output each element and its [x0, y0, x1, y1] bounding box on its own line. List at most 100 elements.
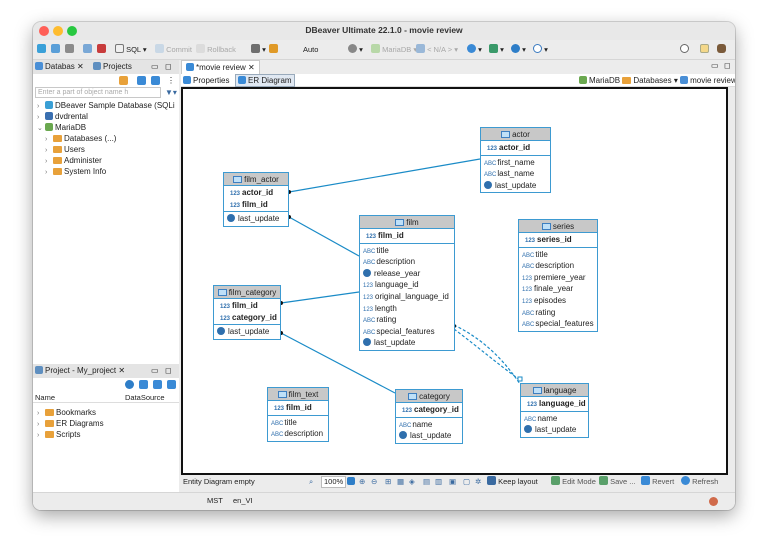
tab-project[interactable]: Project - My_project ✕ [35, 364, 125, 378]
sync-icon[interactable] [167, 380, 176, 389]
column-row[interactable]: ABCspecial_features [360, 326, 454, 338]
settings-button[interactable]: ▾ [511, 43, 526, 56]
column-row[interactable]: last_update [214, 326, 280, 338]
column-row[interactable]: ABCtitle [360, 245, 454, 257]
tree-item-databases[interactable]: ›Databases (...) [45, 133, 116, 144]
navigate-button[interactable]: ▾ [467, 43, 482, 56]
tree-item-users[interactable]: ›Users [45, 144, 85, 155]
link-film-category-film[interactable] [280, 291, 360, 304]
lock-button[interactable] [269, 43, 278, 56]
datasource-selector[interactable]: MariaDB ▾ [371, 43, 417, 56]
export-icon[interactable]: ▢ [463, 477, 471, 486]
zoom-dropdown-icon[interactable] [347, 477, 355, 485]
notifications-icon[interactable] [709, 497, 718, 506]
tree-item-sample-db[interactable]: ›DBeaver Sample Database (SQLi [37, 100, 175, 111]
tree-item-mariadb[interactable]: ⌄MariaDB [37, 122, 86, 133]
col-datasource-header[interactable]: DataSource [125, 393, 165, 402]
minimize-project-button[interactable]: ▭ [151, 366, 159, 375]
grid-icon[interactable]: ▦ [397, 477, 405, 486]
column-row[interactable]: ABCfirst_name [481, 157, 550, 169]
zoom-window-button[interactable] [67, 26, 77, 36]
rollback-button[interactable]: Rollback [196, 43, 236, 56]
revert-button[interactable]: Revert [641, 475, 674, 488]
global-search-button[interactable] [680, 43, 689, 56]
column-row[interactable]: last_update [396, 430, 462, 442]
tab-movie-review[interactable]: *movie review ✕ [181, 60, 260, 74]
minimize-editor-button[interactable]: ▭ [711, 61, 719, 70]
column-row[interactable]: release_year [360, 268, 454, 280]
invalidate-button[interactable] [97, 43, 106, 56]
new-folder-icon[interactable] [119, 76, 128, 85]
navigator-filter-input[interactable]: Enter a part of object name h [35, 87, 161, 98]
search-icon[interactable]: ⌕ [309, 477, 314, 486]
collapse-icon[interactable] [139, 380, 148, 389]
tree-item-dvdrental[interactable]: ›dvdrental [37, 111, 88, 122]
sql-editor-button[interactable]: SQL ▾ [115, 43, 147, 56]
new-connection-button[interactable] [37, 43, 46, 56]
print-icon[interactable]: ▣ [449, 477, 457, 486]
perspective-button[interactable] [700, 43, 709, 56]
transaction-mode[interactable]: Auto [303, 45, 319, 54]
zoom-out-icon[interactable]: ⊖ [371, 477, 378, 486]
breadcrumb-databases[interactable]: Databases ▾ [622, 76, 678, 85]
link-film-actor-actor[interactable] [288, 158, 481, 193]
column-row[interactable]: last_update [224, 213, 288, 225]
zoom-level-input[interactable]: 100% [321, 476, 347, 488]
keep-layout-toggle[interactable]: Keep layout [487, 475, 538, 488]
dbeaver-logo[interactable] [717, 43, 726, 56]
column-row[interactable]: ABCdescription [268, 428, 328, 440]
col-name-header[interactable]: Name [35, 393, 56, 402]
tab-database-navigator[interactable]: Databas ✕ [35, 60, 84, 74]
refresh-button[interactable]: Refresh [681, 475, 718, 488]
minimize-window-button[interactable] [53, 26, 63, 36]
dashboard-button[interactable]: ▾ [489, 43, 504, 56]
close-window-button[interactable] [39, 26, 49, 36]
edit-mode-button[interactable]: Edit Mode [551, 475, 596, 488]
column-row[interactable]: ABCspecial_features [519, 318, 597, 330]
connect-button[interactable] [51, 43, 60, 56]
commit-mode-button[interactable] [83, 43, 92, 56]
subtab-er-diagram[interactable]: ER Diagram [235, 74, 295, 87]
minimize-panel-button[interactable]: ▭ [151, 62, 159, 71]
project-item-er-diagrams[interactable]: ›ER Diagrams [37, 418, 104, 429]
column-row[interactable]: last_update [481, 180, 550, 192]
column-row[interactable]: last_update [360, 337, 454, 349]
notation-icon[interactable]: ▤ [423, 477, 431, 486]
breadcrumb-database[interactable]: movie review [680, 76, 735, 85]
column-row[interactable]: ABCname [396, 419, 462, 431]
filter-icon[interactable]: ▼▾ [165, 88, 177, 97]
link-editor-icon[interactable] [151, 76, 160, 85]
column-row[interactable]: ABCdescription [519, 260, 597, 272]
save-button[interactable]: Save ... [599, 475, 636, 488]
breadcrumb-datasource[interactable]: MariaDB [579, 76, 620, 85]
subtab-properties[interactable]: Properties [183, 74, 229, 87]
link-film-category-category[interactable] [280, 332, 396, 394]
column-row[interactable]: ABCrating [519, 307, 597, 319]
maximize-editor-button[interactable]: ◻ [724, 61, 731, 70]
column-row[interactable]: ABCdescription [360, 256, 454, 268]
view-menu-icon[interactable]: ⋮ [167, 76, 175, 85]
new-connection-icon[interactable] [103, 76, 112, 85]
